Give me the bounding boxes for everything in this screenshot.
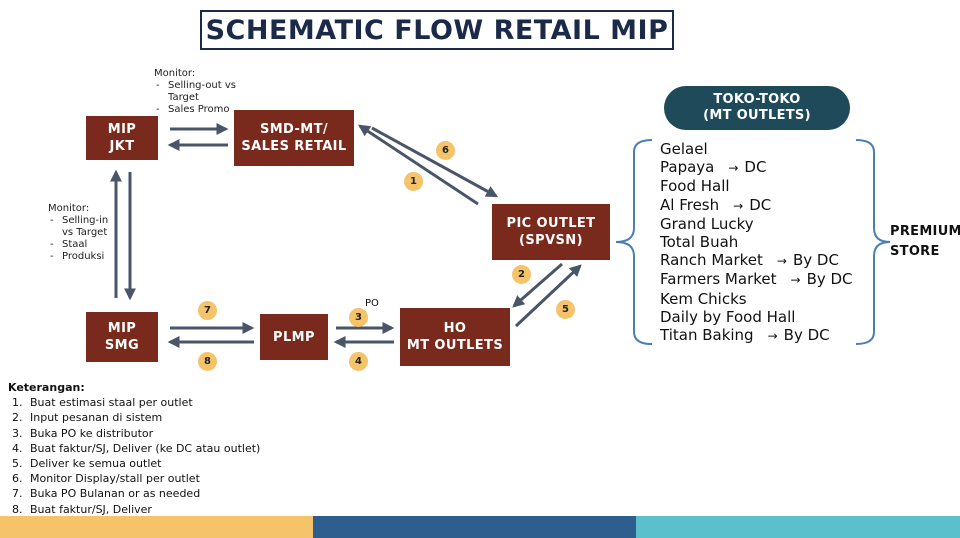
- step-badge-2: 2: [512, 265, 531, 284]
- monitor-left-item: Staal: [48, 239, 118, 251]
- step-badge-8: 8: [198, 352, 217, 371]
- arrow-right-icon: →: [776, 254, 787, 269]
- step-badge-1: 1: [404, 172, 423, 191]
- monitor-left-note: Monitor: Selling-in vs Target Staal Prod…: [48, 203, 118, 263]
- step-badge-6: 6: [436, 141, 455, 160]
- store-item: Food Hall: [660, 177, 853, 195]
- step-badge-4: 4: [349, 352, 368, 371]
- legend-item: 2. Input pesanan di sistem: [8, 410, 260, 425]
- store-name: Food Hall: [660, 177, 730, 196]
- footer-segment-3: [636, 516, 960, 538]
- legend-item-text: Buat estimasi staal per outlet: [30, 396, 193, 410]
- legend-item: 6. Monitor Display/stall per outlet: [8, 471, 260, 486]
- store-item: Titan Baking → By DC: [660, 326, 853, 345]
- legend-item: 7. Buka PO Bulanan or as needed: [8, 486, 260, 501]
- store-item: Daily by Food Hall: [660, 308, 853, 326]
- store-name: Papaya: [660, 158, 715, 177]
- legend-item: 8. Buat faktur/SJ, Deliver: [8, 502, 260, 517]
- premium-store-label: PREMIUM STORE: [890, 224, 960, 259]
- monitor-left-item: Selling-in vs Target: [48, 215, 118, 239]
- store-name: Ranch Market: [660, 251, 763, 270]
- legend-item-text: Input pesanan di sistem: [30, 411, 163, 425]
- legend-item-text: Buat faktur/SJ, Deliver: [30, 502, 152, 516]
- legend-item-number: 4.: [12, 441, 23, 455]
- store-name: Daily by Food Hall: [660, 307, 796, 326]
- step-badge-5: 5: [556, 300, 575, 319]
- store-destination: By DC: [806, 270, 853, 289]
- store-item: Ranch Market → By DC: [660, 251, 853, 270]
- legend: Keterangan: 1. Buat estimasi staal per ou…: [8, 380, 260, 517]
- legend-item: 3. Buka PO ke distributor: [8, 426, 260, 441]
- store-item: Kem Chicks: [660, 290, 853, 308]
- store-item: Grand Lucky: [660, 215, 853, 233]
- store-item: Total Buah: [660, 233, 853, 251]
- store-name: Farmers Market: [660, 270, 777, 289]
- node-mip-smg[interactable]: MIP SMG: [86, 312, 158, 362]
- store-item: Papaya → DC: [660, 158, 853, 177]
- store-name: Gelael: [660, 140, 708, 158]
- store-destination: By DC: [792, 251, 839, 270]
- node-plmp[interactable]: PLMP: [260, 314, 328, 360]
- legend-item-number: 6.: [12, 472, 23, 486]
- node-pic-outlet[interactable]: PIC OUTLET (SPVSN): [492, 204, 610, 260]
- legend-item-number: 1.: [12, 396, 23, 410]
- legend-item-number: 2.: [12, 411, 23, 425]
- store-name: Titan Baking: [660, 326, 754, 345]
- store-item: Al Fresh → DC: [660, 196, 853, 215]
- store-name: Grand Lucky: [660, 214, 754, 233]
- right-brace: [855, 139, 891, 345]
- node-smd-mt[interactable]: SMD-MT/ SALES RETAIL: [234, 110, 354, 166]
- legend-item-text: Buka PO Bulanan or as needed: [30, 487, 201, 501]
- store-item: Farmers Market → By DC: [660, 270, 853, 289]
- legend-item: 5. Deliver ke semua outlet: [8, 456, 260, 471]
- legend-item-number: 3.: [12, 426, 23, 440]
- title-box: SCHEMATIC FLOW RETAIL MIP: [200, 10, 674, 50]
- step-badge-7: 7: [198, 301, 217, 320]
- legend-item-text: Buat faktur/SJ, Deliver (ke DC atau outl…: [30, 441, 261, 455]
- legend-item-number: 8.: [12, 502, 23, 516]
- store-destination: By DC: [783, 326, 830, 345]
- arrow-right-icon: →: [733, 198, 744, 213]
- arrow-smd-to-pic: [371, 126, 499, 198]
- monitor-top-item: Selling-out vs Target: [154, 80, 254, 104]
- legend-title: Keterangan:: [8, 381, 85, 394]
- arrow-right-icon: →: [728, 161, 739, 176]
- left-brace: [615, 139, 653, 345]
- arrow-pic-to-ho: [512, 262, 563, 308]
- page-title: SCHEMATIC FLOW RETAIL MIP: [205, 14, 669, 46]
- arrow-right-icon: →: [767, 329, 778, 344]
- node-mip-jkt[interactable]: MIP JKT: [86, 116, 158, 160]
- monitor-top-item: Sales Promo: [154, 104, 254, 116]
- legend-item-text: Deliver ke semua outlet: [30, 457, 162, 471]
- store-name: Al Fresh: [660, 195, 720, 214]
- store-name: Kem Chicks: [660, 289, 747, 308]
- node-ho-mt-outlets[interactable]: HO MT OUTLETS: [400, 308, 510, 366]
- store-destination: DC: [744, 158, 767, 177]
- stores-header: TOKO-TOKO (MT OUTLETS): [664, 86, 850, 130]
- footer-segment-2: [313, 516, 636, 538]
- arrow-pic-to-smd: [357, 124, 479, 206]
- legend-item: 1. Buat estimasi staal per outlet: [8, 395, 260, 410]
- legend-item-text: Monitor Display/stall per outlet: [30, 472, 200, 486]
- footer-bar: [0, 516, 960, 538]
- store-name: Total Buah: [660, 233, 739, 252]
- monitor-top-note: Monitor: Selling-out vs Target Sales Pro…: [154, 68, 254, 116]
- store-destination: DC: [749, 195, 772, 214]
- arrow-ho-to-pic: [514, 264, 582, 328]
- legend-item: 4. Buat faktur/SJ, Deliver (ke DC atau ou…: [8, 441, 260, 456]
- po-label: PO: [365, 298, 379, 309]
- arrow-right-icon: →: [790, 273, 801, 288]
- monitor-left-item: Produksi: [48, 251, 118, 263]
- legend-item-number: 5.: [12, 457, 23, 471]
- store-item: Gelael: [660, 140, 853, 158]
- footer-segment-1: [0, 516, 313, 538]
- legend-item-number: 7.: [12, 487, 23, 501]
- legend-item-text: Buka PO ke distributor: [30, 426, 154, 440]
- step-badge-3: 3: [349, 308, 368, 327]
